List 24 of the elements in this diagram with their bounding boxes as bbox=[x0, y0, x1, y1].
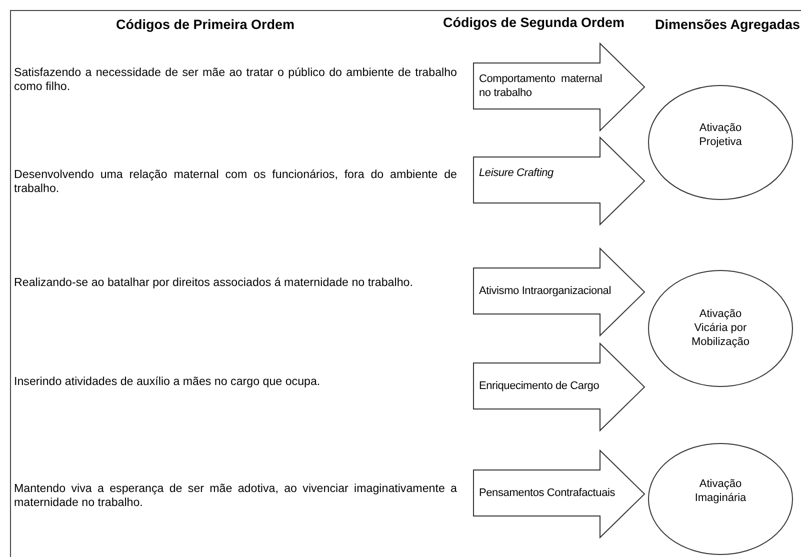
arrow-text: Pensamentos Contrafactuais bbox=[479, 486, 616, 500]
first-order-code: Realizando-se ao batalhar por direitos associados á maternidade no trabalho. bbox=[14, 276, 414, 290]
column-header: Códigos de Primeira Ordem bbox=[116, 17, 295, 32]
second-order-code-panel bbox=[473, 343, 645, 431]
first-order-code: Satisfazendo a necessidade de ser mãe ao tratar o público do ambiente de trabalho como filho. bbox=[14, 66, 457, 94]
ellipse bbox=[648, 270, 793, 387]
first-order-code: Desenvolvendo uma relação maternal com os funcionários, fora do ambiente de trabalho. bbox=[14, 168, 457, 196]
arrow-text: Comportamento maternal no trabalho bbox=[479, 72, 604, 100]
first-order-code: Mantendo viva a esperança de ser mãe adotiva, ao vivenciar imaginativamente a maternidade no trabalho. bbox=[14, 482, 457, 510]
ellipse bbox=[648, 85, 793, 200]
second-order-code-panel bbox=[473, 450, 645, 538]
column-header: Dimensões Agregadas bbox=[655, 17, 800, 32]
second-order-code-panel bbox=[473, 248, 645, 336]
column-header: Códigos de Segunda Ordem bbox=[443, 15, 625, 30]
arrow-text: Ativismo Intraorganizacional bbox=[479, 284, 612, 298]
second-order-code-panel bbox=[473, 137, 645, 225]
second-order-code-panel bbox=[473, 43, 645, 131]
ellipse-text: Ativação Vicária por Mobilização bbox=[690, 306, 751, 348]
first-order-code: Inserindo atividades de auxílio a mães no cargo que ocupa. bbox=[14, 375, 322, 389]
ellipse bbox=[648, 443, 793, 555]
ellipse-text: Ativação Projetiva bbox=[698, 120, 743, 148]
arrow-text: Enriquecimento de Cargo bbox=[479, 379, 600, 393]
ellipse-text: Ativação Imaginária bbox=[694, 477, 748, 505]
arrow-text: Leisure Crafting bbox=[479, 166, 554, 180]
